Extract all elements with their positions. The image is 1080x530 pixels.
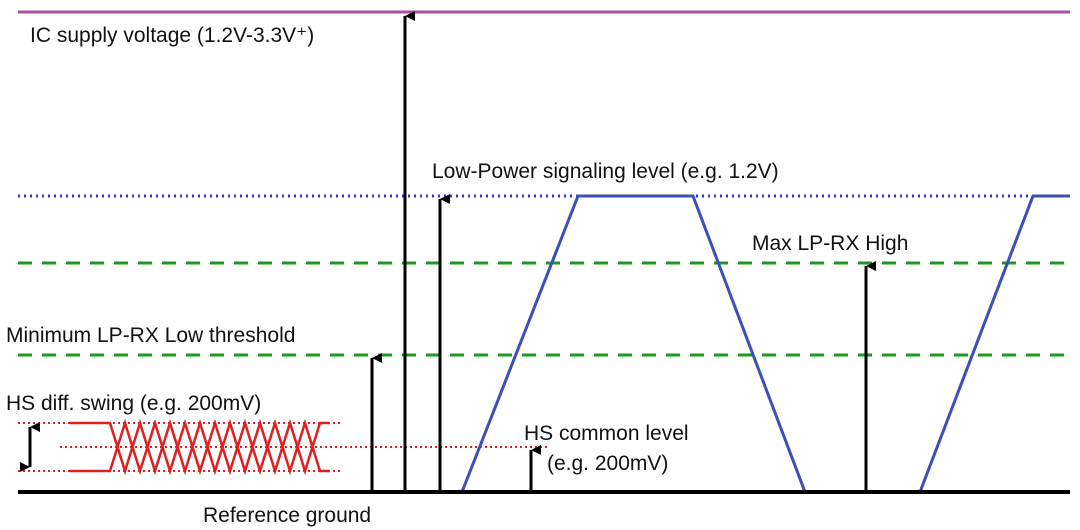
lp-signaling-level-label: Low-Power signaling level (e.g. 1.2V) [432, 160, 779, 183]
max-lp-rx-high-label: Max LP-RX High [752, 232, 908, 255]
ic-supply-voltage-label: IC supply voltage (1.2V-3.3V⁺) [30, 24, 314, 47]
hs-common-level-example-label: (e.g. 200mV) [547, 452, 668, 475]
hs-differential-waveform [70, 418, 330, 476]
reference-ground-label: Reference ground [203, 504, 371, 527]
min-lp-rx-low-label: Minimum LP-RX Low threshold [6, 324, 295, 347]
hs-diff-swing-label: HS diff. swing (e.g. 200mV) [6, 392, 261, 415]
hs-common-level-label: HS common level [524, 422, 689, 445]
